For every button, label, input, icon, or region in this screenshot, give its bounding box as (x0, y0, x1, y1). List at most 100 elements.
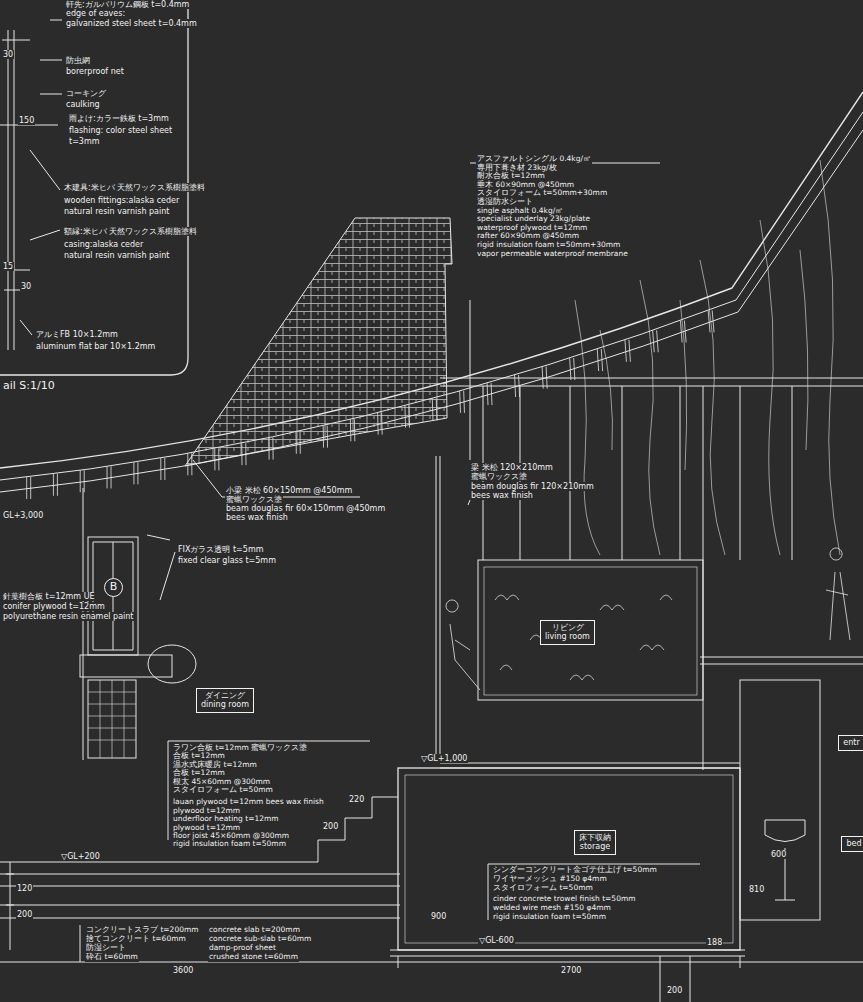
annotation-text: 防湿シート (85, 944, 127, 953)
annotation-text: 温水式床暖房 t=12mm (172, 761, 258, 770)
annotation-text: ラワン合板 t=12mm 蜜蝋ワックス塗 (172, 744, 308, 753)
drawing-line (88, 680, 136, 758)
drawing-line (185, 218, 452, 466)
annotation-text: edge of eaves: (65, 9, 126, 18)
drawing-line (0, 862, 400, 918)
annotation-text: 120 (16, 884, 33, 893)
annotation-text: 雨よけ:カラー鉄板 t=3mm (68, 114, 170, 123)
drawing-line (88, 680, 136, 758)
annotation-text: single asphalt 0.4kg/㎡ (476, 207, 564, 216)
annotation-text: natural resin varnish paint (63, 251, 170, 260)
annotation-text: caulking (65, 100, 101, 109)
annotation-text: ▽GL+1,000 (420, 754, 468, 763)
annotation-text: 蜜蝋ワックス塗 (470, 472, 528, 481)
drawing-line (625, 340, 630, 362)
annotation-text: aluminum flat bar 10×1.2mm (35, 342, 156, 351)
annotation-text: 30 (20, 282, 32, 291)
room-name: 床下収納 (575, 833, 615, 842)
annotation-text: beam douglas fir 60×150mm @450mm (225, 504, 386, 513)
annotation-text: スタイロフォーム t=50mm (172, 786, 274, 795)
annotation-text: 合板 t=12mm (172, 752, 226, 761)
annotation-text: bees wax finish (225, 513, 289, 522)
room-name: living room (541, 632, 594, 641)
room-name: B (105, 581, 122, 594)
drawing-line (597, 349, 602, 371)
drawing-line (53, 474, 57, 496)
annotation-text: 針葉樹合板 t=12mm UE (2, 592, 96, 601)
annotation-text: スタイロフォーム t=50mm+30mm (476, 189, 608, 198)
annotation-text: 防虫網 (65, 56, 91, 65)
drawing-line (398, 768, 740, 950)
annotation-text: ▽GL+200 (60, 852, 101, 861)
drawing-line (148, 645, 196, 683)
annotation-text: vapor permeable waterproof membrane (476, 250, 629, 259)
annotation-text: 額縁:米ヒバ 天然ワックス系樹脂塗料 (63, 227, 198, 236)
drawing-line (570, 358, 575, 380)
annotation-text: plywood t=12mm (172, 807, 241, 816)
annotation-text: beam douglas fir 120×210mm (470, 482, 595, 491)
drawing-line (446, 600, 480, 690)
annotation-text: natural resin varnish paint (63, 207, 170, 216)
drawing-line (0, 92, 863, 468)
annotation-text: 捨てコンクリート t=60mm (85, 935, 187, 944)
annotation-text: ▽GL-600 (478, 936, 515, 945)
annotation-text: 200 (666, 986, 683, 995)
annotation-text: 188 (706, 938, 723, 947)
drawing-line (468, 163, 660, 505)
annotation-text: waterproof plywood t=12mm (476, 224, 588, 233)
annotation-text: 220 (348, 795, 365, 804)
annotation-text: 砕石 t=60mm (85, 953, 139, 962)
room-name: ダイニング (197, 691, 253, 700)
annotation-text: casing:alaska ceder (63, 240, 144, 249)
annotation-text: アルミFB 10×1.2mm (35, 330, 119, 339)
room-label: リビングliving room (540, 620, 595, 645)
room-name: storage (575, 842, 615, 851)
annotation-text: 3600 (172, 966, 194, 975)
annotation-text: 150 (18, 116, 35, 125)
annotation-text: rafter 60×90mm @450mm (476, 232, 580, 241)
annotation-text: bees wax finish (470, 491, 534, 500)
callout-circle: B (104, 578, 123, 597)
room-name: dining room (197, 700, 253, 709)
drawing-line (0, 20, 62, 350)
drawing-line (575, 160, 840, 555)
annotation-text: 梁 米松 120×210mm (470, 463, 554, 472)
annotation-text: lauan plywood t=12mm bees wax finish (172, 798, 325, 807)
annotation-text: floor joist 45×60mm @300mm (172, 832, 290, 841)
annotation-text: ワイヤーメッシュ #150 φ4mm (492, 875, 608, 884)
drawing-line (478, 560, 703, 700)
drawing-line (134, 462, 138, 484)
drawing-line (740, 680, 820, 920)
annotation-text: ail S:1/10 (2, 380, 56, 393)
annotation-text: welded wire mesh #150 φ4mm (492, 904, 612, 913)
drawing-line (147, 535, 175, 600)
annotation-text: damp-proof sheet (208, 944, 277, 953)
room-name: リビング (541, 623, 594, 632)
drawing-line (83, 456, 440, 760)
drawing-line (93, 542, 133, 650)
annotation-text: 軒先:ガルバリウム鋼板 t=0.4mm (65, 0, 190, 9)
drawing-line (440, 763, 740, 768)
drawing-line (80, 655, 172, 677)
drawing-line (161, 458, 165, 480)
annotation-text: FIXガラス透明 t=5mm (177, 545, 265, 554)
annotation-text: シンダーコンクリート金ゴテ仕上げ t=50mm (492, 866, 658, 875)
annotation-text: スタイロフォーム t=50mm (492, 884, 594, 893)
room-label: ダイニングdining room (196, 688, 254, 713)
annotation-text: cinder concrete trowel finish t=50mm (492, 895, 637, 904)
drawing-line (405, 775, 733, 943)
drawing-line (653, 330, 659, 352)
drawing-line (318, 797, 398, 862)
room-name: bed (842, 839, 863, 848)
annotation-text: 専用下葺き材 23kg/枚 (476, 164, 558, 173)
annotation-text: conifer plywood t=12mm (2, 602, 106, 611)
annotation-text: 耐水合板 t=12mm (476, 172, 546, 181)
annotation-text: 200 (16, 910, 33, 919)
drawing-line (483, 386, 792, 560)
drawing-line (826, 548, 850, 640)
annotation-text: rigid insulation foam t=50mm+30mm (476, 241, 621, 250)
annotation-text: rigid insulation foam t=50mm (172, 840, 287, 849)
annotation-text: rigid insulation foam t=50mm (492, 913, 607, 922)
